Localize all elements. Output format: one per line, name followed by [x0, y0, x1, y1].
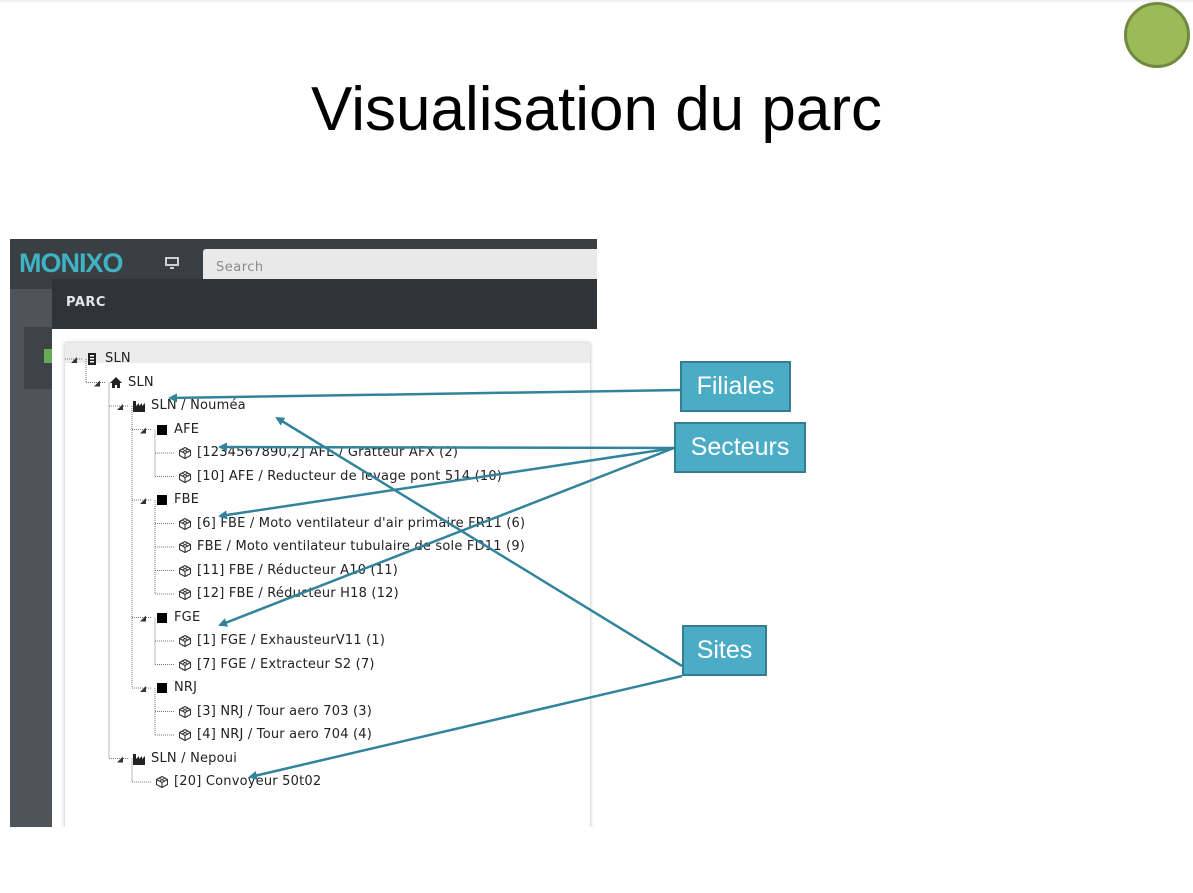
tree-node[interactable]: FBE: [156, 490, 199, 510]
cube-icon: [179, 705, 191, 718]
tree-panel-header: [65, 343, 590, 363]
cube-icon: [156, 776, 168, 788]
tree-node[interactable]: FBE / Moto ventilateur tubulaire de sole…: [179, 537, 525, 557]
tree-node-label: [10] AFE / Reducteur de levage pont 514 …: [197, 468, 503, 484]
cube-icon: [179, 541, 191, 553]
square-icon: [157, 424, 167, 435]
expand-toggle-icon[interactable]: [140, 427, 146, 434]
tree-node[interactable]: [1] FGE / ExhausteurV11 (1): [179, 631, 385, 651]
tree-node-label: [6] FBE / Moto ventilateur d'air primair…: [197, 515, 526, 531]
cube-icon: [179, 729, 191, 741]
building-icon: [88, 353, 96, 365]
square-icon: [157, 683, 167, 693]
slide-accent-dot: [1124, 2, 1190, 68]
square-icon: [157, 612, 167, 623]
expand-toggle-icon[interactable]: [140, 615, 146, 622]
tree-node-label: FBE: [174, 492, 200, 507]
tree-node-label: [3] NRJ / Tour aero 703 (3): [197, 703, 373, 719]
sidebar-status-indicator: [44, 349, 52, 363]
home-icon: [110, 376, 122, 388]
square-icon: [157, 495, 167, 505]
tree-node-label: FBE / Moto ventilateur tubulaire de sole…: [197, 539, 526, 554]
cube-icon: [179, 517, 191, 530]
slide-top-rule: [0, 0, 1193, 2]
tree-node[interactable]: [10] AFE / Reducteur de levage pont 514 …: [179, 467, 502, 487]
tree-node[interactable]: FGE: [156, 608, 200, 628]
tree-node-label: FGE: [174, 609, 201, 625]
expand-toggle-icon[interactable]: [140, 498, 146, 504]
tree-node-label: [12] FBE / Réducteur H18 (12): [197, 586, 399, 601]
tree-node-label: NRJ: [174, 680, 198, 695]
expand-toggle-icon[interactable]: [140, 686, 146, 692]
tree-node-label: [1234567890,2] AFE / Gratteur AFX (2): [197, 445, 459, 460]
factory-icon: [133, 401, 145, 412]
tree-node[interactable]: [11] FBE / Réducteur A10 (11): [179, 561, 398, 581]
app-logo[interactable]: MONIXO: [19, 248, 124, 278]
tree-node-label: [7] FGE / Extracteur S2 (7): [197, 656, 375, 672]
expand-toggle-icon[interactable]: [117, 756, 123, 763]
cube-icon: [179, 470, 191, 483]
cube-icon: [179, 564, 191, 577]
cube-icon: [179, 635, 191, 647]
cube-icon: [179, 447, 191, 459]
factory-icon: [133, 753, 145, 765]
tree-node[interactable]: AFE: [156, 420, 199, 440]
cube-icon: [179, 658, 191, 671]
tree-node[interactable]: [1234567890,2] AFE / Gratteur AFX (2): [179, 443, 458, 463]
callout-secteurs: Secteurs: [674, 422, 806, 473]
tree-node-label: AFE: [174, 421, 200, 437]
tree-node[interactable]: SLN / Nepoui: [133, 749, 237, 769]
tree-node[interactable]: [7] FGE / Extracteur S2 (7): [179, 655, 375, 675]
tree-node-label: SLN: [128, 374, 154, 390]
expand-toggle-icon[interactable]: [117, 404, 123, 410]
callout-sites: Sites: [682, 625, 767, 676]
tree-node[interactable]: [12] FBE / Réducteur H18 (12): [179, 584, 399, 604]
tree-node-label: SLN: [105, 351, 131, 366]
tree-node-label: [11] FBE / Réducteur A10 (11): [197, 562, 399, 578]
tree-node[interactable]: SLN: [110, 373, 154, 393]
tree-node-label: [4] NRJ / Tour aero 704 (4): [197, 727, 373, 742]
modal-title: PARC: [66, 295, 106, 310]
monitor-icon[interactable]: [165, 256, 179, 272]
cube-icon: [179, 588, 191, 600]
modal-header: PARC: [52, 279, 597, 329]
tree-node-label: SLN / Nepoui: [151, 750, 238, 766]
tree-node[interactable]: [3] NRJ / Tour aero 703 (3): [179, 702, 372, 722]
tree-node[interactable]: [4] NRJ / Tour aero 704 (4): [179, 725, 372, 745]
callout-filiales: Filiales: [680, 361, 791, 412]
tree-node[interactable]: SLN: [87, 349, 131, 369]
tree-connector-lines: [65, 357, 175, 783]
tree-node-label: [20] Convoyeur 50t02: [174, 774, 322, 789]
tree-node-label: [1] FGE / ExhausteurV11 (1): [197, 633, 386, 648]
tree-node[interactable]: SLN / Nouméa: [133, 396, 246, 416]
tree-node[interactable]: NRJ: [156, 678, 197, 698]
tree-node[interactable]: [6] FBE / Moto ventilateur d'air primair…: [179, 514, 525, 534]
tree-node[interactable]: [20] Convoyeur 50t02: [156, 772, 321, 792]
expand-toggle-icon[interactable]: [94, 380, 100, 387]
tree-node-label: SLN / Nouméa: [151, 398, 246, 413]
slide-title: Visualisation du parc: [311, 75, 882, 144]
expand-toggle-icon[interactable]: [71, 357, 77, 363]
